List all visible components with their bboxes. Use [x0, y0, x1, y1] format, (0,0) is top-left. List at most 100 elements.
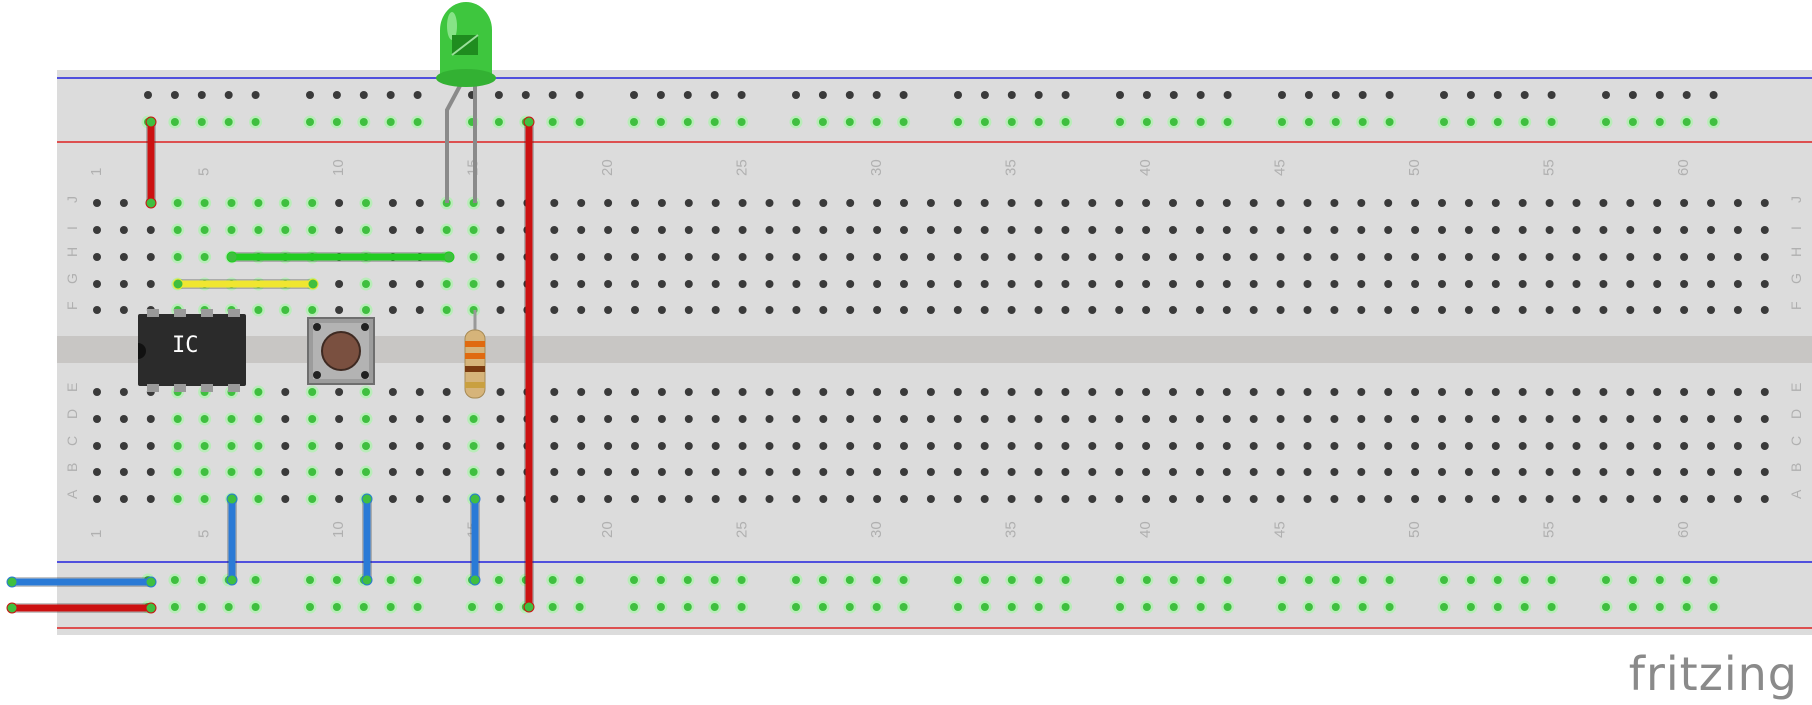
breadboard-hole — [1222, 280, 1231, 288]
ic-pin — [174, 309, 186, 317]
rail-hole — [1304, 91, 1313, 99]
column-label: 10 — [330, 159, 347, 176]
breadboard-hole — [1626, 253, 1635, 261]
blue-power-input-end — [6, 576, 18, 588]
rail-hole — [683, 603, 692, 611]
breadboard-hole — [1007, 495, 1016, 503]
rail-hole — [1034, 576, 1043, 584]
rail-hole — [1331, 91, 1340, 99]
breadboard-hole — [980, 226, 989, 234]
breadboard-hole — [1491, 495, 1500, 503]
breadboard-hole — [227, 415, 236, 423]
breadboard-hole — [362, 226, 370, 234]
breadboard-hole — [1653, 280, 1662, 288]
breadboard-hole — [846, 495, 855, 503]
breadboard-hole — [1088, 199, 1097, 207]
breadboard-hole — [1249, 415, 1258, 423]
breadboard-hole — [1276, 253, 1285, 261]
rail-hole — [1169, 91, 1178, 99]
breadboard-hole — [1034, 388, 1043, 396]
breadboard-hole — [873, 415, 882, 423]
breadboard-hole — [657, 280, 666, 288]
breadboard-hole — [1760, 199, 1769, 207]
breadboard-hole — [900, 253, 908, 261]
breadboard-hole — [1707, 495, 1715, 503]
breadboard-hole — [93, 468, 101, 476]
rail-hole — [224, 91, 233, 99]
breadboard-hole — [1384, 495, 1393, 503]
breadboard-hole — [1707, 253, 1715, 261]
row-label-right: H — [1788, 247, 1804, 257]
breadboard-hole — [1142, 495, 1151, 503]
breadboard-hole — [308, 226, 317, 234]
breadboard-hole — [1572, 226, 1581, 234]
breadboard-hole — [550, 442, 559, 450]
rail-hole — [1466, 91, 1475, 99]
breadboard-hole — [1276, 199, 1285, 207]
red-power-input-end — [145, 602, 157, 614]
breadboard-hole — [657, 253, 666, 261]
rail-hole — [1331, 603, 1340, 611]
rail-hole — [1682, 91, 1691, 99]
breadboard-hole — [281, 226, 290, 234]
rail-hole — [306, 91, 314, 99]
rail-hole — [1385, 603, 1394, 611]
rail-hole — [1223, 118, 1232, 126]
rail-hole — [251, 576, 260, 584]
breadboard-hole — [362, 306, 370, 314]
breadboard-hole — [442, 468, 451, 476]
breadboard-hole — [738, 280, 747, 288]
rail-hole — [954, 91, 962, 99]
breadboard-hole — [684, 495, 693, 503]
rail-hole — [1358, 91, 1367, 99]
breadboard-hole — [93, 495, 101, 503]
resistor-band — [465, 341, 485, 347]
breadboard-hole — [577, 495, 586, 503]
breadboard-hole — [362, 199, 370, 207]
led-rim — [436, 69, 496, 87]
breadboard-hole — [953, 495, 962, 503]
breadboard-hole — [1115, 415, 1124, 423]
breadboard-hole — [846, 388, 855, 396]
breadboard-hole — [308, 468, 317, 476]
rail-hole — [197, 576, 206, 584]
rail-hole — [413, 118, 422, 126]
rail-hole — [386, 603, 395, 611]
row-label-right: E — [1788, 383, 1804, 392]
breadboard-hole — [1249, 442, 1258, 450]
breadboard-hole — [1464, 442, 1473, 450]
breadboard-hole — [1626, 495, 1635, 503]
breadboard-hole — [873, 226, 882, 234]
breadboard-hole — [631, 306, 639, 314]
row-label-left: E — [64, 383, 80, 392]
breadboard-hole — [926, 388, 935, 396]
breadboard-hole — [1491, 306, 1500, 314]
breadboard-hole — [550, 253, 559, 261]
breadboard-hole — [415, 388, 424, 396]
breadboard-hole — [577, 442, 586, 450]
breadboard-hole — [953, 226, 962, 234]
breadboard-hole — [1034, 468, 1043, 476]
column-label: 1 — [88, 530, 105, 538]
breadboard-hole — [1169, 199, 1177, 207]
breadboard-hole — [146, 415, 155, 423]
breadboard-hole — [1007, 388, 1016, 396]
breadboard-hole — [1061, 415, 1070, 423]
breadboard-hole — [1249, 253, 1258, 261]
rail-hole — [1547, 118, 1556, 126]
rail-hole — [1034, 91, 1043, 99]
breadboard-hole — [1438, 199, 1446, 207]
column-label: 20 — [599, 159, 616, 176]
breadboard-hole — [1653, 253, 1662, 261]
breadboard-hole — [1195, 468, 1204, 476]
resistor-band — [465, 366, 485, 372]
breadboard-hole — [1088, 495, 1097, 503]
rail-hole — [1440, 576, 1448, 584]
row-label-left: F — [64, 301, 80, 310]
breadboard-hole — [1169, 388, 1177, 396]
breadboard-hole — [980, 253, 989, 261]
breadboard-hole — [1680, 280, 1689, 288]
breadboard-hole — [711, 280, 720, 288]
breadboard-hole — [604, 415, 613, 423]
breadboard-hole — [1276, 442, 1285, 450]
